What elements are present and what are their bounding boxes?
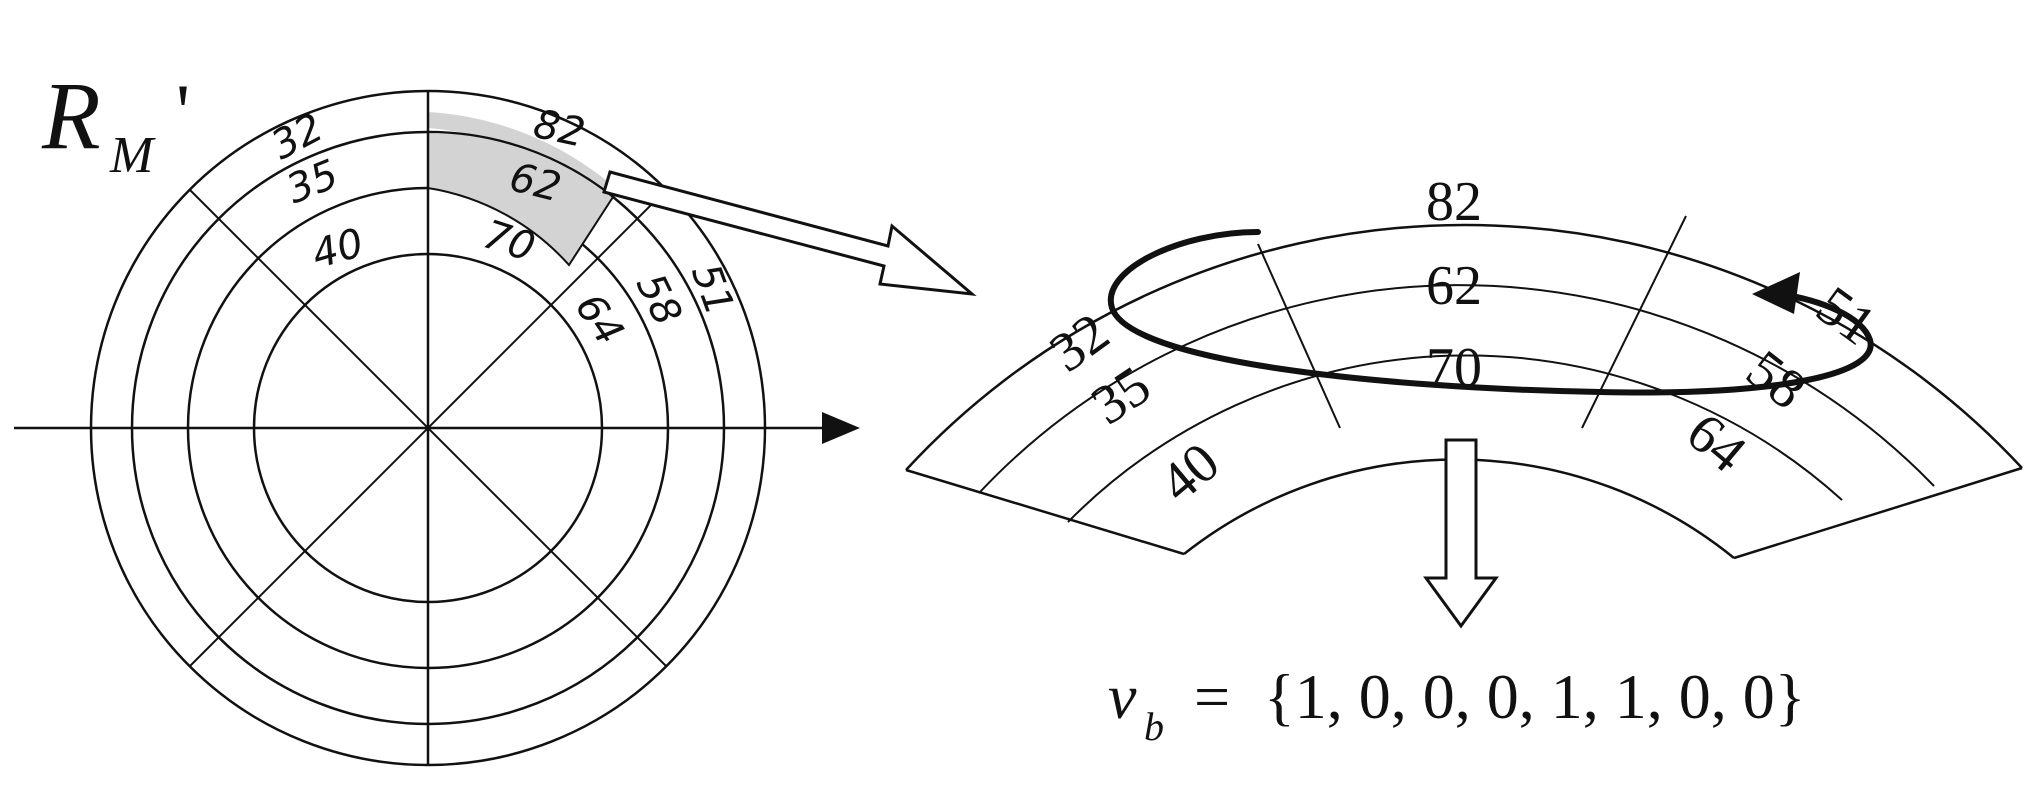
polar-grid: 32 35 40 82 62 70 51 58 64	[14, 89, 860, 767]
label-82: 82	[530, 101, 589, 157]
down-arrow	[1423, 438, 1499, 629]
formula: v b = {1, 0, 0, 0, 1, 1, 0, 0}	[1108, 661, 1805, 749]
strip-label-64: 64	[1675, 401, 1758, 484]
strip-arc-2	[979, 284, 1935, 493]
sector-highlight	[427, 130, 615, 267]
title-subscript: M	[109, 127, 156, 184]
formula-subscript: b	[1144, 704, 1164, 749]
strip-label-40: 40	[1148, 431, 1231, 514]
highlighted-sector	[428, 112, 613, 200]
scan-loop	[1107, 229, 1874, 396]
label-40: 40	[307, 220, 369, 278]
strip-arc-3	[1067, 354, 1843, 523]
label-64: 64	[566, 285, 633, 353]
strip-cap-left	[905, 468, 1185, 556]
formula-value: {1, 0, 0, 0, 1, 1, 0, 0}	[1264, 661, 1805, 732]
strip-label-62: 62	[1426, 255, 1482, 317]
axis-arrowhead	[822, 412, 860, 444]
strip-cap-right	[1733, 466, 2023, 560]
title-label: R M '	[41, 62, 190, 184]
formula-variable: v	[1108, 661, 1137, 732]
transfer-arrow	[602, 170, 977, 297]
title-symbol: R	[41, 62, 101, 169]
strip-divider-1	[1257, 243, 1341, 429]
strip-divider-2	[1581, 215, 1687, 429]
strip-label-82: 82	[1426, 171, 1482, 233]
scan-loop-arrowhead	[1752, 272, 1800, 314]
formula-equals: =	[1194, 661, 1230, 732]
title-prime: '	[176, 68, 190, 155]
